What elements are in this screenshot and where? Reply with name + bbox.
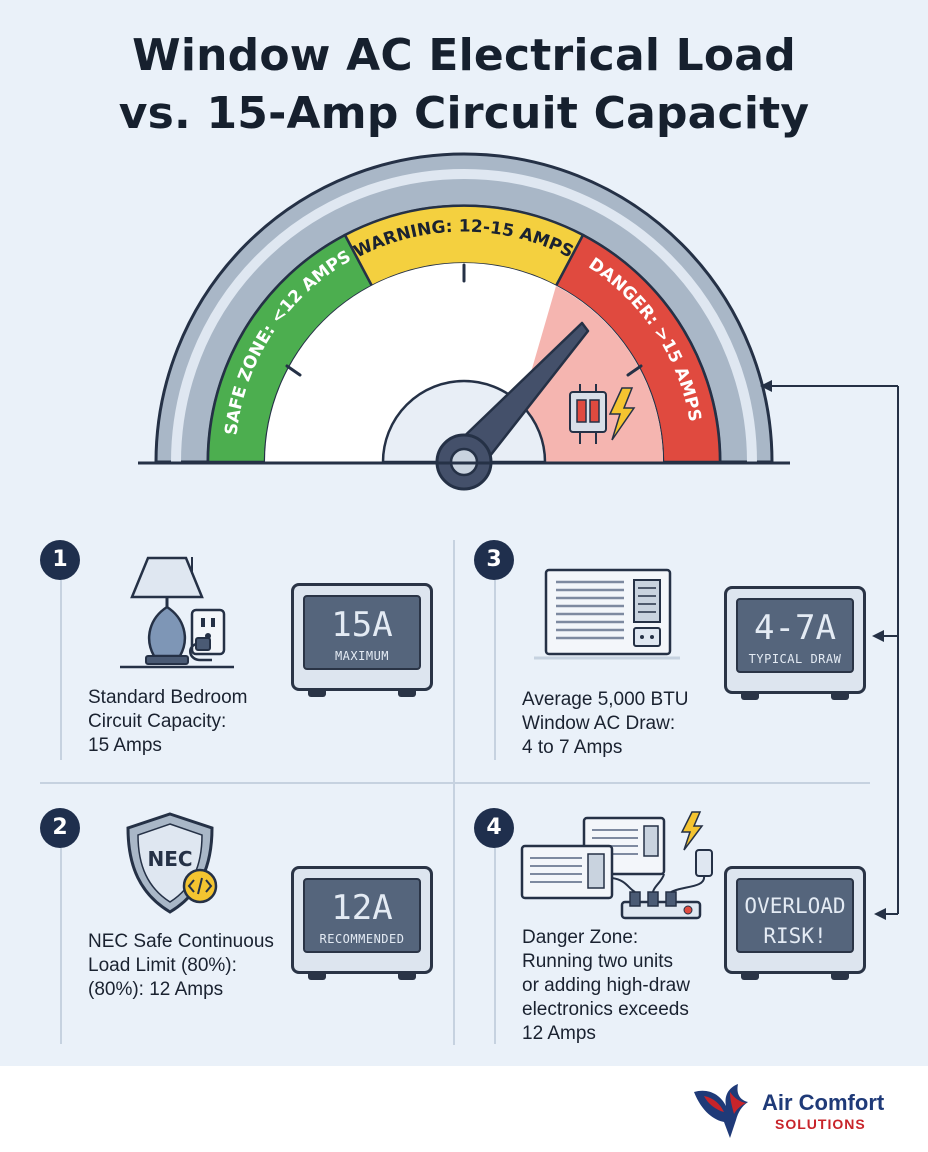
lamp-outlet-icon [120, 556, 234, 669]
window-ac-icon [534, 568, 680, 660]
panel-1-description: Standard Bedroom Circuit Capacity: 15 Am… [88, 687, 248, 756]
display-value-4: OVERLOAD [744, 894, 846, 918]
grid-divider [453, 540, 455, 1045]
panel-guide-line [60, 848, 62, 1044]
brand-sub: SOLUTIONS [775, 1116, 866, 1132]
panel-guide-line [494, 580, 496, 760]
nec-label: NEC [147, 847, 192, 871]
eagle-logo-icon [694, 1084, 748, 1138]
gauge-tick [285, 364, 302, 377]
panel-4-description: Danger Zone: Running two units or adding… [522, 927, 690, 1044]
step-badge-4: 4 [474, 808, 514, 848]
panel-guide-line [60, 580, 62, 760]
display-panel-4: OVERLOAD RISK! [724, 866, 866, 980]
panel-guide-line [494, 848, 496, 1044]
title-line-1: Window AC Electrical Load [132, 30, 796, 81]
display-value-1: 15A [331, 605, 393, 645]
step-badge-3: 3 [474, 540, 514, 580]
panel-3-description: Average 5,000 BTU Window AC Draw: 4 to 7… [522, 689, 689, 758]
panel-2-description: NEC Safe Continuous Load Limit (80%): (8… [88, 931, 274, 1000]
display-value-3: 4-7A [754, 608, 836, 648]
grid-divider [40, 782, 870, 784]
amp-gauge: SAFE ZONE: <12 AMPS WARNING: 12-15 AMPS … [138, 152, 790, 491]
footer-bar [0, 1066, 928, 1152]
nec-shield-icon: NEC [126, 812, 218, 914]
display-caption-4: RISK! [763, 924, 827, 948]
gauge-inner-rim [171, 169, 757, 463]
brand-name: Air Comfort [762, 1090, 885, 1115]
display-panel-2: 12A RECOMMENDED [291, 866, 433, 980]
display-caption-2: RECOMMENDED [319, 932, 405, 946]
title-line-2: vs. 15-Amp Circuit Capacity [118, 88, 810, 139]
display-caption-1: MAXIMUM [334, 649, 390, 663]
gauge-tick [626, 364, 643, 377]
step-badge-2: 2 [40, 808, 80, 848]
display-caption-3: TYPICAL DRAW [748, 652, 842, 666]
step-badge-1: 1 [40, 540, 80, 580]
display-panel-1: 15A MAXIMUM [291, 583, 433, 697]
display-panel-3: 4-7A TYPICAL DRAW [724, 586, 866, 700]
overload-power-strip-icon [520, 811, 713, 920]
breaker-bolt-icon [569, 384, 636, 444]
display-value-2: 12A [331, 888, 393, 928]
